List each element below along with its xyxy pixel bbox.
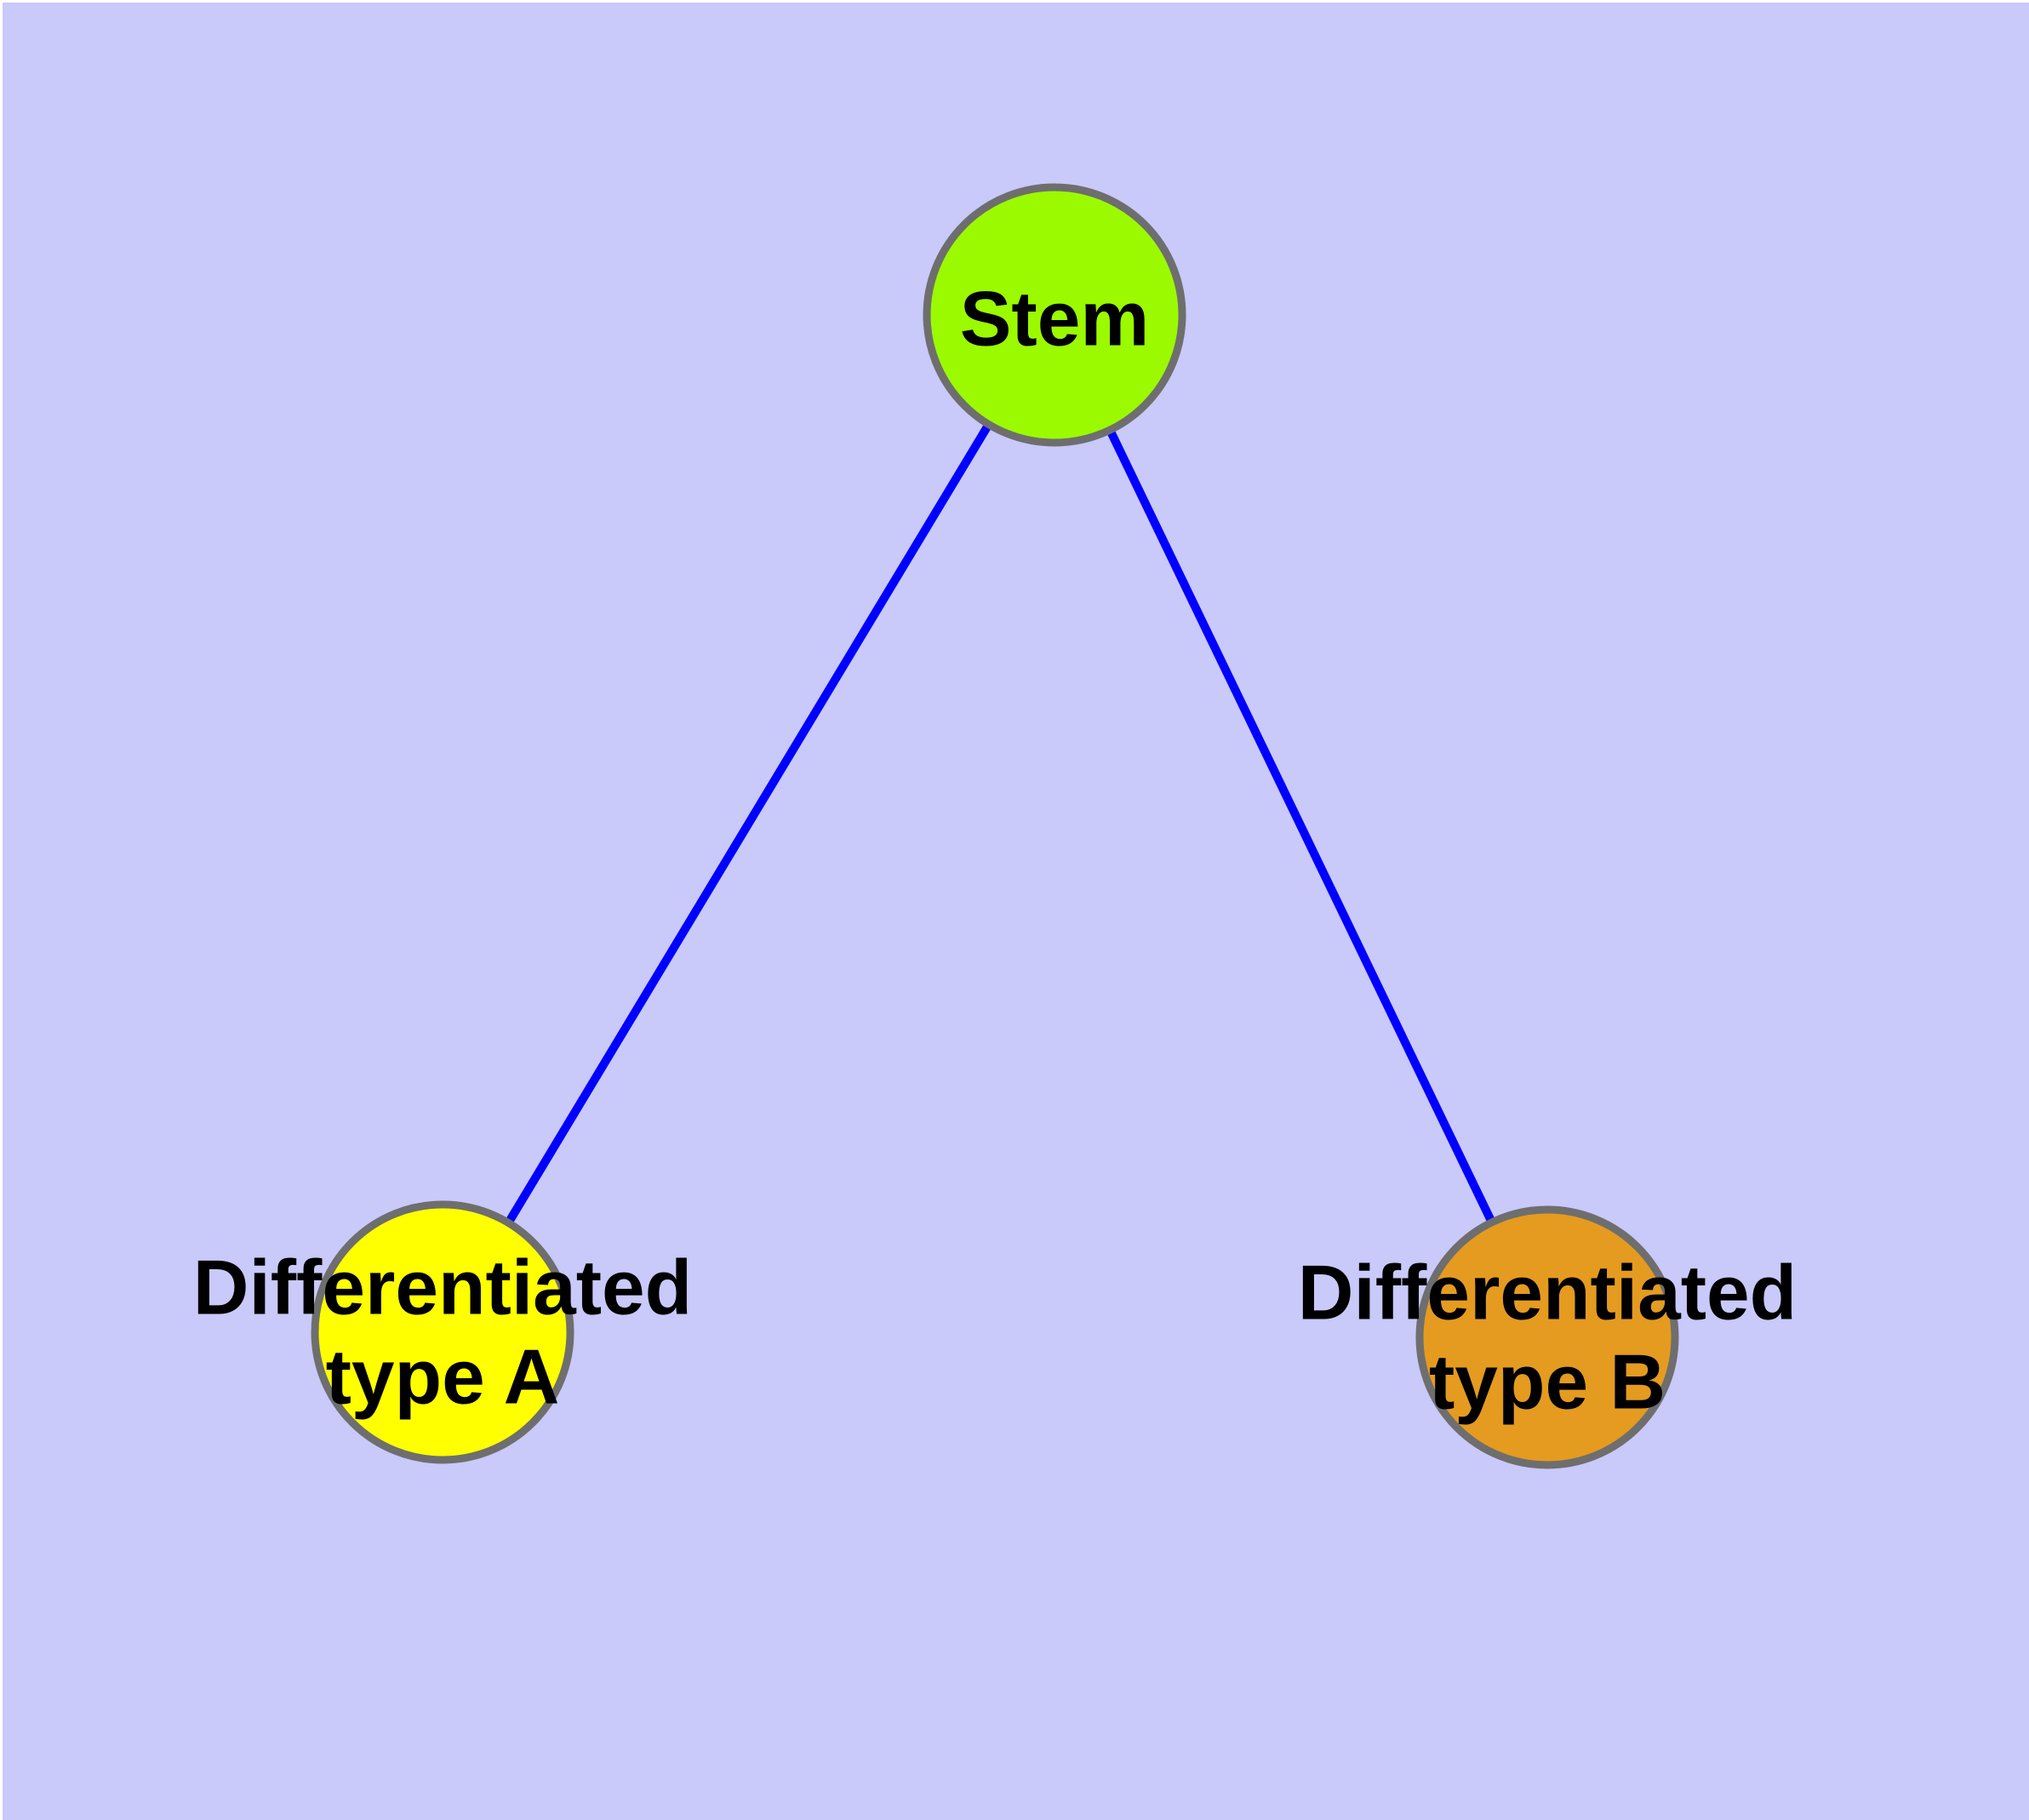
type-b-node [1415,1205,1679,1469]
stem-node-label: Stem [960,277,1150,363]
type-a-node-label-line1: Differentiated [193,1245,693,1331]
edge-stem-to-type-a [438,312,1059,1335]
type-b-node-label-line2: type B [1429,1340,1666,1426]
type-b-node-label-line1: Differentiated [1298,1251,1798,1336]
type-a-node [311,1200,574,1464]
type-a-node-label-line2: type A [326,1335,560,1421]
edge-stem-to-type-b [1050,312,1552,1340]
stem-node [923,183,1186,447]
